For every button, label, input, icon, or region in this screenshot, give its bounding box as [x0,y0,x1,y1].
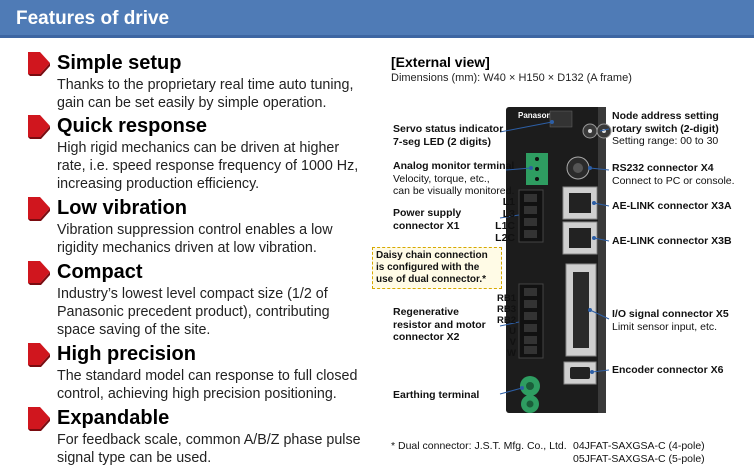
red-arrow-icon [28,407,50,431]
feature-title: Simple setup [57,52,182,74]
feature-simple-setup: Simple setup Thanks to the proprietary r… [25,50,365,112]
section-header: Features of drive [0,0,754,38]
feature-desc: The standard model can response to full … [57,368,358,402]
feature-desc: Industry’s lowest level compact size (1/… [57,286,330,338]
led-display [549,110,573,128]
feature-title: High precision [57,343,196,365]
earthing-label: Earthing terminal [393,389,480,401]
feature-quick-response: Quick response High rigid mechanics can … [25,113,365,193]
footnote: * Dual connector: J.S.T. Mfg. Co., Ltd. [391,440,567,452]
feature-title: Quick response [57,115,208,137]
brand-label: Panasonic [518,111,559,120]
ae-link-a-label: AE-LINK connector X3A [612,200,732,212]
red-arrow-icon [28,343,50,367]
feature-desc: For feedback scale, common A/B/Z phase p… [57,432,361,466]
section-title: Features of drive [16,8,170,29]
feature-title: Expandable [57,407,170,429]
ae-link-b-label: AE-LINK connector X3B [612,235,732,247]
feature-desc: Thanks to the proprietary real time auto… [57,77,354,111]
external-view-title: [External view] [391,54,490,70]
red-arrow-icon [28,261,50,285]
feature-title: Compact [57,261,143,283]
external-view-dimensions: Dimensions (mm): W40 × H150 × D132 (A fr… [391,72,632,84]
feature-compact: Compact Industry’s lowest level compact … [25,259,365,339]
feature-desc: Vibration suppression control enables a … [57,222,333,256]
feature-desc: High rigid mechanics can be driven at hi… [57,140,359,192]
feature-expandable: Expandable For feedback scale, common A/… [25,405,365,467]
daisy-chain-note: Daisy chain connection is configured wit… [372,247,502,289]
red-arrow-icon [28,115,50,139]
red-arrow-icon [28,197,50,221]
red-arrow-icon [28,52,50,76]
regen-motor-connector [518,283,544,359]
feature-low-vibration: Low vibration Vibration suppression cont… [25,195,365,257]
encoder-label: Encoder connector X6 [612,364,724,376]
part-number-4pole: 04JFAT-SAXGSA-C (4-pole) [573,440,705,452]
feature-title: Low vibration [57,197,187,219]
part-number-5pole: 05JFAT-SAXGSA-C (5-pole) [573,453,705,465]
feature-high-precision: High precision The standard model can re… [25,341,365,403]
